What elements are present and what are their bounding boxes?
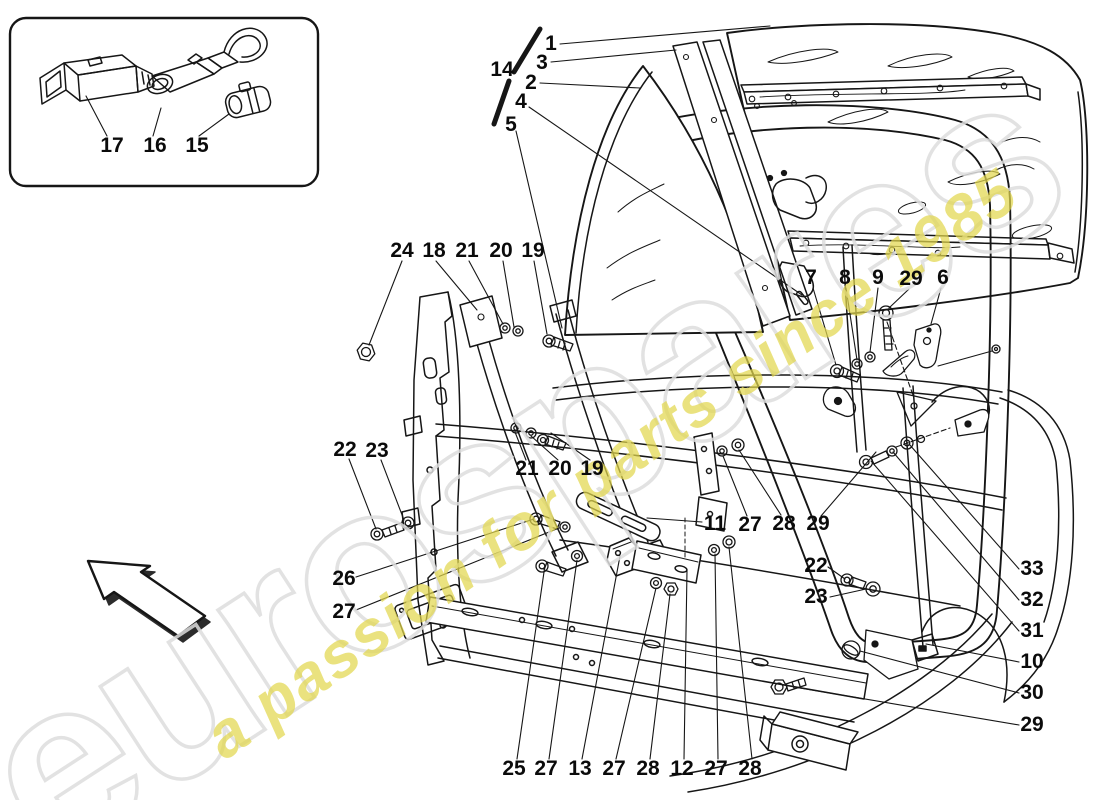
leader-lines [348, 25, 1020, 760]
callout-18: 18 [422, 239, 446, 262]
window-frame-loop [629, 104, 1012, 664]
callout-28c: 28 [772, 512, 796, 535]
callout-27d: 27 [534, 757, 558, 780]
callout-23-left: 23 [365, 439, 389, 462]
callout-20: 20 [489, 239, 513, 262]
connector-16-drawing [146, 27, 268, 95]
fasteners [356, 305, 1001, 695]
callout-17: 17 [100, 134, 124, 157]
callout-20b: 20 [548, 457, 572, 480]
connector-17-drawing [39, 54, 155, 105]
callout-10: 10 [1020, 650, 1044, 673]
callout-24: 24 [390, 239, 414, 262]
connector-15-drawing [224, 81, 272, 119]
callout-29c: 29 [1020, 713, 1044, 736]
callout-31: 31 [1020, 619, 1044, 642]
callout-1: 1 [545, 32, 557, 55]
hinge-mount-bracket [693, 432, 728, 532]
callout-28e: 28 [738, 757, 762, 780]
connector-inset-box [8, 16, 320, 188]
callout-27e: 27 [602, 757, 626, 780]
callout-12: 12 [670, 757, 694, 780]
callout-27f: 27 [704, 757, 728, 780]
glass-run-channels [842, 244, 939, 662]
upper-trim-strip [740, 76, 1041, 109]
latch-mechanism [766, 169, 827, 306]
callout-19: 19 [521, 239, 545, 262]
lower-brackets [606, 517, 702, 584]
callout-14: 14 [490, 58, 514, 81]
lower-trim-strip [787, 230, 1075, 264]
direction-arrow-icon [86, 559, 211, 643]
callout-3: 3 [536, 51, 548, 74]
callout-27c: 27 [738, 513, 762, 536]
callout-28d: 28 [636, 757, 660, 780]
callout-7: 7 [805, 266, 817, 289]
callout-16: 16 [143, 134, 167, 157]
callout-21: 21 [455, 239, 479, 262]
callout-29a: 29 [899, 267, 923, 290]
callout-9: 9 [872, 266, 884, 289]
callout-6: 6 [937, 266, 949, 289]
check-strap-strip [575, 491, 661, 542]
callout-33: 33 [1020, 557, 1044, 580]
window-guide-rails [459, 295, 671, 573]
callout-25: 25 [502, 757, 526, 780]
callout-30: 30 [1020, 681, 1044, 704]
callout-2: 2 [525, 71, 537, 94]
callout-21b: 21 [515, 457, 539, 480]
callout-19b: 19 [580, 457, 604, 480]
callout-22-right: 22 [804, 554, 828, 577]
callout-8: 8 [839, 266, 851, 289]
callout-15: 15 [185, 134, 209, 157]
pillar-trim-strips [672, 39, 813, 327]
door-shell [425, 374, 1075, 793]
inset-leader-lines [85, 95, 230, 137]
callout-32: 32 [1020, 588, 1044, 611]
callout-13: 13 [568, 757, 592, 780]
callout-5: 5 [505, 113, 517, 136]
callout-26: 26 [332, 567, 356, 590]
callout-29b: 29 [806, 512, 830, 535]
callout-11: 11 [703, 512, 727, 535]
callout-22-left: 22 [333, 438, 357, 461]
callout-27-left: 27 [332, 600, 356, 623]
callout-23-right: 23 [804, 585, 828, 608]
callout-4: 4 [515, 90, 527, 113]
